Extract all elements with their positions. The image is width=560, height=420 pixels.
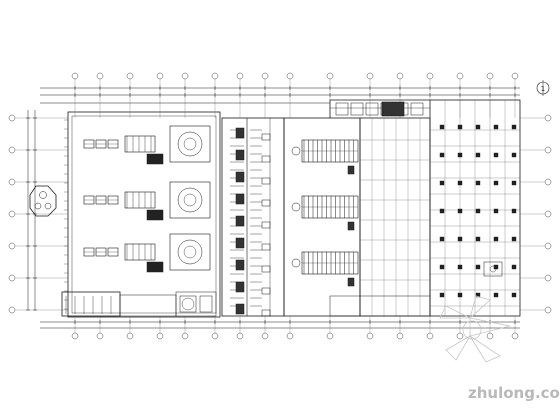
building-outline: [27, 80, 550, 329]
watermark-text: zhulong.com: [468, 384, 560, 402]
watermark: zhulong.com: [439, 295, 560, 402]
generated-linework: [8, 72, 552, 340]
zhulong-logo-icon: [439, 295, 511, 363]
north-marker-label: 1: [541, 85, 545, 93]
